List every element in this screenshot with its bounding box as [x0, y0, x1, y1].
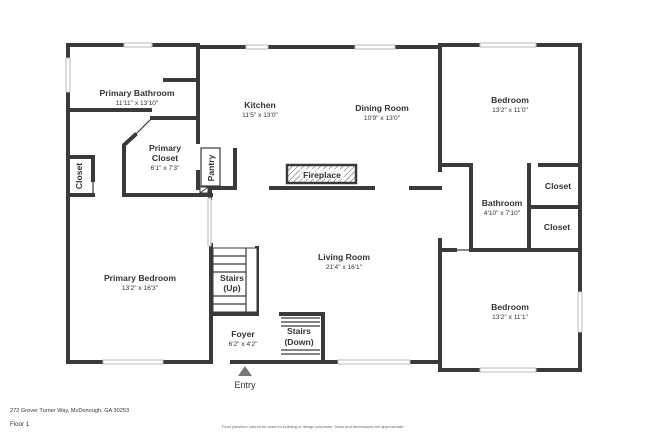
windows — [65, 42, 583, 373]
label-primary-closet-2: Closet — [152, 153, 178, 163]
dim-primary-bedroom: 13'2" x 16'3" — [122, 285, 159, 292]
fireplace — [285, 163, 358, 185]
door-swings — [92, 117, 472, 251]
dim-primary-bathroom: 11'11" x 13'10" — [116, 100, 159, 107]
label-primary-bedroom: Primary Bedroom — [104, 273, 176, 283]
dim-bathroom: 4'10" x 7'10" — [484, 210, 521, 217]
dim-foyer: 6'2" x 4'2" — [229, 341, 258, 348]
label-entry: Entry — [234, 380, 256, 390]
stairs-up-treads — [212, 247, 258, 313]
label-kitchen: Kitchen — [244, 100, 276, 110]
label-stairs-down-1: Stairs — [287, 326, 311, 336]
pantry-box — [199, 147, 221, 194]
disclaimer-text: Floor plan/tour cannot be used for build… — [222, 424, 405, 429]
stairs-down-treads — [281, 317, 320, 355]
label-foyer: Foyer — [231, 329, 255, 339]
label-stairs-up-2: (Up) — [223, 283, 240, 293]
label-pantry: Pantry — [206, 154, 216, 181]
label-bedroom-top: Bedroom — [491, 95, 529, 105]
dim-kitchen: 11'5" x 13'0" — [242, 112, 278, 119]
label-closet-right-top: Closet — [545, 181, 571, 191]
label-bedroom-bottom: Bedroom — [491, 302, 529, 312]
label-living-room: Living Room — [318, 252, 370, 262]
label-primary-bathroom: Primary Bathroom — [100, 88, 175, 98]
label-fireplace: Fireplace — [303, 170, 341, 180]
dim-living-room: 21'4" x 16'1" — [326, 264, 363, 271]
interior-walls — [66, 43, 582, 372]
label-stairs-down-2: (Down) — [284, 337, 313, 347]
dim-dining-room: 10'9" x 13'0" — [364, 115, 401, 122]
floor-label: Floor 1 — [10, 421, 30, 428]
label-closet-left: Closet — [74, 163, 84, 189]
dim-bedroom-top: 13'2" x 11'0" — [492, 107, 528, 114]
label-closet-right-bottom: Closet — [544, 222, 570, 232]
entry-arrow-icon — [238, 366, 252, 376]
address-text: 272 Grover Turner Way, McDonough, GA 302… — [10, 408, 130, 414]
dim-primary-closet: 6'1" x 7'3" — [151, 165, 180, 172]
label-dining-room: Dining Room — [355, 103, 409, 113]
label-bathroom: Bathroom — [482, 198, 523, 208]
label-primary-closet-1: Primary — [149, 143, 181, 153]
room-labels: Primary Bathroom 11'11" x 13'10" Kitchen… — [74, 88, 571, 390]
dim-bedroom-bottom: 13'2" x 11'1" — [492, 314, 528, 321]
label-stairs-up-1: Stairs — [220, 273, 244, 283]
